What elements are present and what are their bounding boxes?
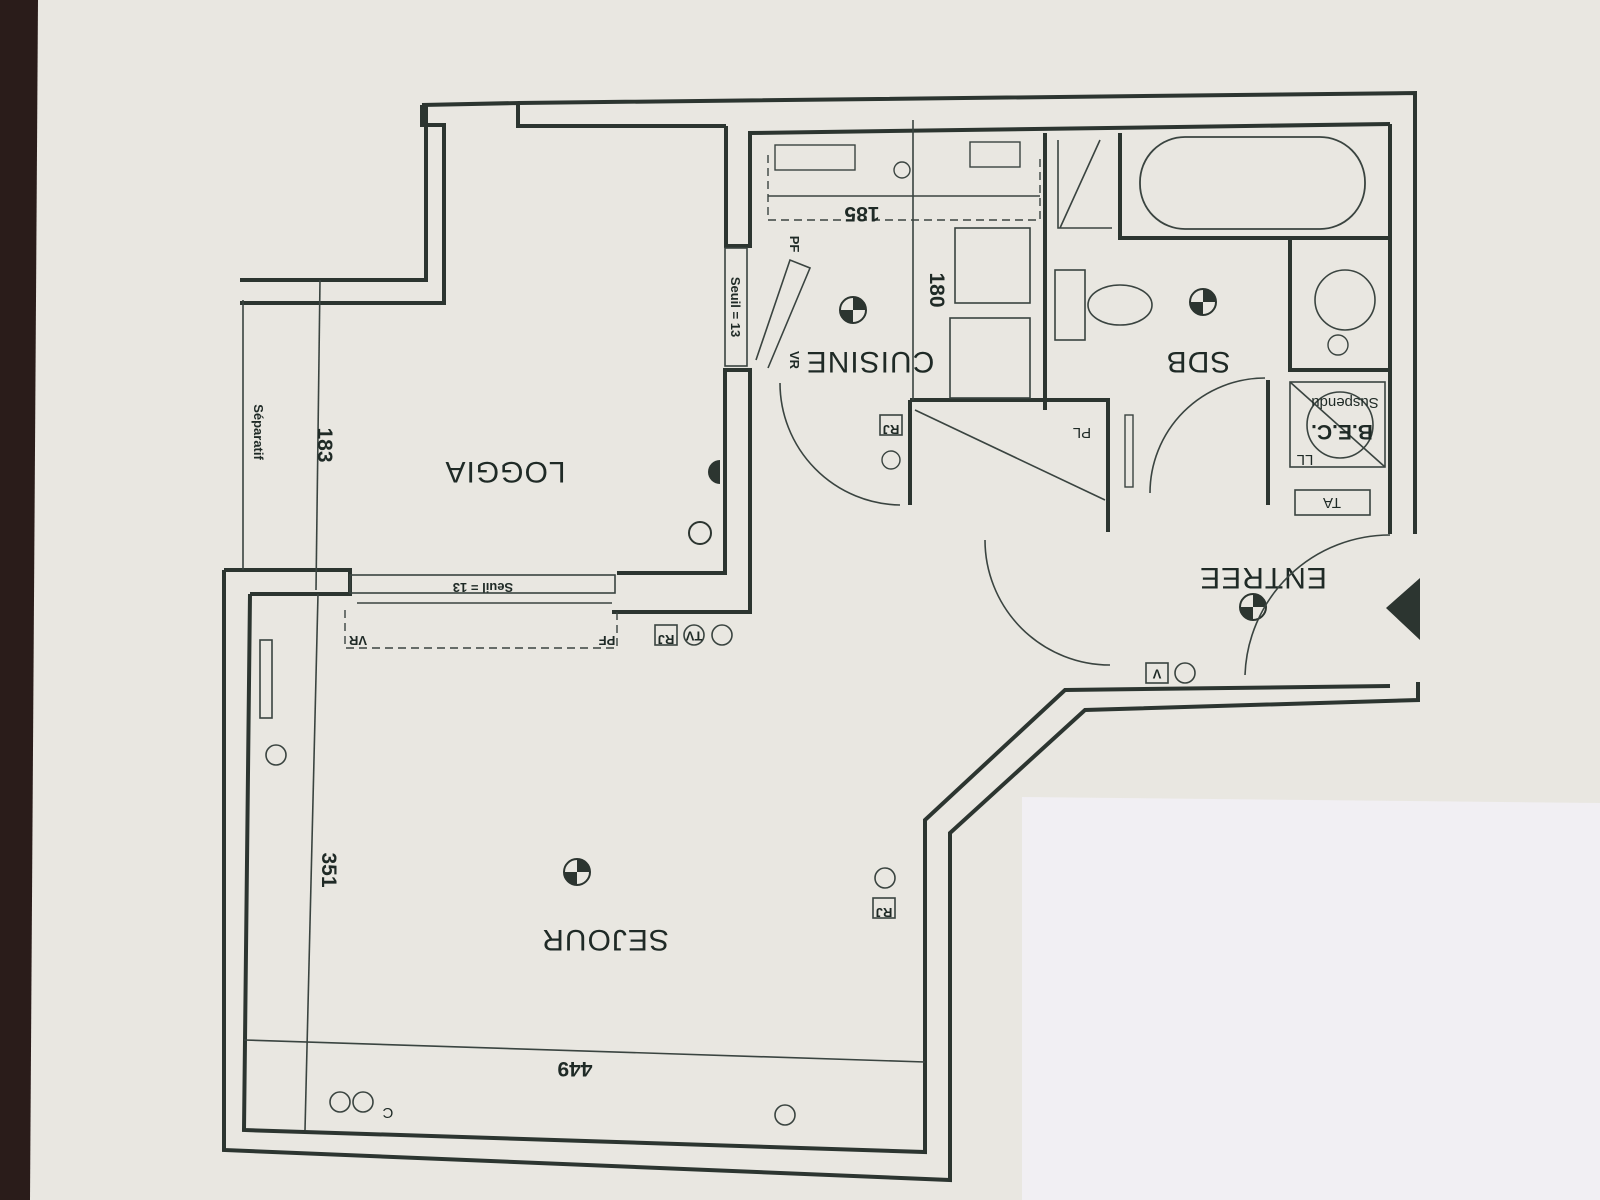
socket-strip	[969, 141, 1021, 168]
room-cuisine: CUISINE	[806, 345, 935, 378]
dim-line-449	[243, 1039, 926, 1063]
room-sejour: SEJOUR	[541, 923, 669, 956]
wall-wc	[1288, 238, 1390, 372]
vr-label-1: VR	[348, 633, 367, 648]
door-swing-sejour	[984, 539, 1111, 666]
dim-351: 351	[317, 852, 340, 887]
wc-bidet-icon	[1087, 284, 1153, 326]
socket-icon	[711, 624, 733, 646]
bec-label: B.E.C.	[1311, 420, 1373, 443]
door-swing-sdb	[1149, 377, 1266, 494]
dim-180: 180	[925, 272, 948, 307]
ceiling-light-sejour-fill	[564, 859, 590, 885]
radiator-icon	[259, 639, 273, 719]
vr-label-2: VR	[787, 351, 802, 370]
wall-bathtub	[1118, 133, 1390, 240]
ll-label: LL	[1297, 451, 1314, 468]
kitchen-door-leaf	[755, 258, 812, 369]
rj-label-1: RJ	[658, 632, 675, 647]
seuil-loggia	[349, 574, 616, 594]
room-loggia: LOGGIA	[444, 455, 565, 488]
covering-sheet	[1022, 797, 1600, 1200]
separatif-label: Séparatif	[251, 404, 266, 460]
socket-icon	[329, 1091, 351, 1113]
socket-icon	[874, 867, 896, 889]
wall-kitchen-top	[724, 122, 1391, 248]
rj-box-3	[872, 897, 896, 919]
room-entree: ENTREE	[1199, 561, 1327, 594]
wall-loggia-outer	[240, 105, 428, 282]
socket-icon	[1174, 662, 1196, 684]
pf-label-1: PF	[599, 633, 616, 648]
wall-sejour-outer	[222, 570, 1420, 1183]
dim-185: 185	[844, 202, 879, 225]
ceiling-light-entree-fill	[1240, 594, 1266, 620]
socket-icon	[774, 1104, 796, 1126]
ceiling-light-cuisine-fill	[840, 297, 866, 323]
tv-label: TV	[685, 629, 702, 644]
socket-strip	[774, 144, 856, 171]
pf-label-2: PF	[787, 236, 802, 253]
seuil-loggia-label: Seuil = 13	[453, 580, 513, 595]
radiator-entree	[1124, 414, 1134, 488]
rj-box-1	[654, 624, 678, 646]
c-label: C	[382, 1104, 393, 1121]
socket-icon	[1327, 334, 1349, 356]
socket-icon	[265, 744, 287, 766]
rj-label-3: RJ	[876, 905, 893, 920]
dim-line-351	[304, 593, 319, 1131]
light-point-icon	[708, 460, 720, 484]
wall-top-outer	[517, 90, 1417, 534]
seuil-cuisine-label: Seuil = 13	[728, 277, 743, 337]
dim-line-183	[315, 279, 321, 591]
wall-loggia-left	[240, 105, 446, 305]
ta-label: TA	[1323, 494, 1341, 511]
wall-placard	[910, 398, 1110, 532]
pl-label: PL	[1073, 424, 1091, 441]
tv-socket-icon	[683, 624, 705, 646]
ceiling-light-sdb-fill	[1190, 289, 1216, 315]
window-dash	[344, 610, 618, 649]
placard-diagonal	[914, 409, 1106, 501]
outlet-icon	[688, 521, 712, 545]
plan-drawing: 183 Séparatif LOGGIA Seuil = 13 VR PF 35…	[222, 90, 1420, 1183]
wc-icon	[1314, 269, 1376, 331]
rj-box-2	[879, 414, 903, 436]
bec-diagonal	[1289, 381, 1386, 468]
ta-box	[1294, 489, 1371, 516]
wall-loggia-top	[421, 100, 726, 128]
bathtub-icon	[1139, 136, 1366, 230]
socket-icon	[881, 450, 901, 470]
dim-183: 183	[313, 427, 336, 462]
v-label: V	[1152, 667, 1161, 682]
counter-dash	[767, 155, 1041, 221]
door-swing-cuisine	[779, 382, 901, 506]
wall-loggia-right	[612, 368, 752, 614]
socket-icon	[893, 161, 911, 179]
seuil-cuisine	[724, 247, 748, 367]
door-swing-entree	[1244, 534, 1391, 676]
shower-screen	[1057, 139, 1112, 229]
rj-label-2: RJ	[883, 422, 900, 437]
entrance-arrow-icon	[1386, 578, 1420, 640]
dim-449: 449	[557, 1057, 592, 1080]
bec-box	[1289, 381, 1386, 468]
v-box	[1145, 662, 1169, 684]
sink-icon	[949, 317, 1031, 399]
bec-icon	[1306, 391, 1374, 459]
room-sdb: SDB	[1166, 345, 1231, 378]
socket-icon	[352, 1091, 374, 1113]
washbasin-icon	[1054, 269, 1086, 341]
suspendu-label: Suspendu	[1311, 394, 1379, 411]
stove-icon	[954, 227, 1031, 304]
